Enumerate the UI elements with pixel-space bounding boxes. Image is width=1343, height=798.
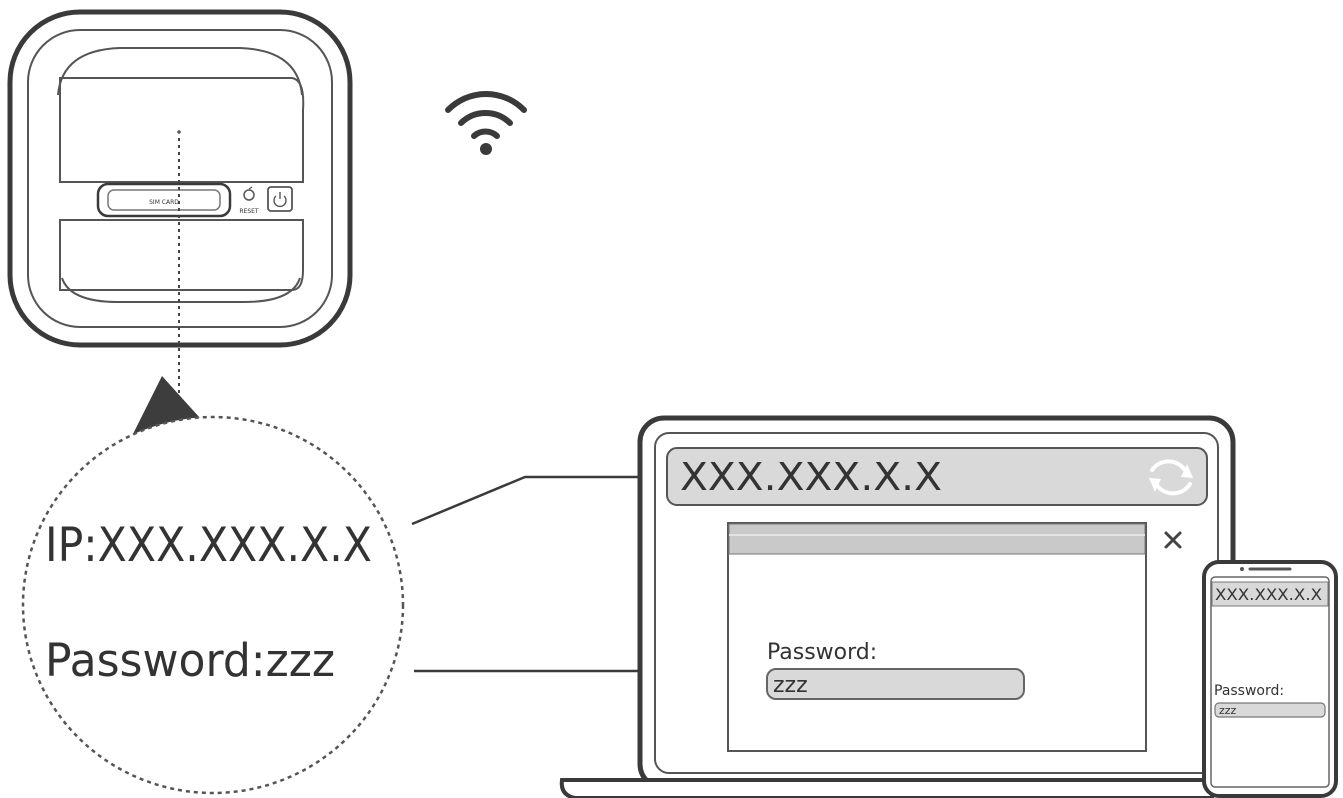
- phone-camera: [1240, 567, 1244, 571]
- reset-icon: [243, 186, 255, 201]
- sim-card-tray: [107, 189, 221, 211]
- close-icon[interactable]: [1164, 531, 1182, 549]
- phone-address-text: XXX.XXX.X.X: [1215, 585, 1322, 604]
- laptop-address-bar[interactable]: [666, 447, 1208, 506]
- callout-password-text: Password:zzz: [45, 634, 335, 687]
- ip-connector-line: [411, 475, 666, 526]
- sim-card-slot: [96, 182, 232, 218]
- phone-password-value: zzz: [1219, 704, 1237, 717]
- router-upper-panel: [59, 77, 305, 183]
- sim-card-label: SIM CARD: [149, 199, 179, 206]
- login-dialog-title-bar: [728, 523, 1146, 555]
- refresh-icon[interactable]: [1149, 459, 1193, 496]
- phone-address-bar[interactable]: [1211, 581, 1329, 607]
- power-icon: [273, 192, 287, 208]
- wifi-icon: [445, 90, 527, 155]
- laptop-password-label: Password:: [767, 640, 877, 665]
- phone-password-label: Password:: [1214, 683, 1284, 699]
- reset-label: RESET: [239, 208, 259, 215]
- phone-screen: [1210, 576, 1330, 788]
- router-bottom-bezel: [61, 277, 301, 303]
- login-dialog: [727, 522, 1147, 752]
- callout-circle: [21, 415, 405, 795]
- laptop-base: [559, 778, 1214, 798]
- laptop-password-field[interactable]: [766, 668, 1025, 700]
- laptop-device: XXX.XXX.X.X Password: zzz: [559, 415, 1236, 798]
- label-location-marker: [177, 130, 181, 134]
- laptop-address-text: XXX.XXX.X.X: [680, 455, 942, 499]
- router-top-bezel: [57, 47, 303, 96]
- label-callout: IP:XXX.XXX.X.X Password:zzz: [21, 415, 405, 795]
- callout-ip-text: IP:XXX.XXX.X.X: [45, 518, 372, 573]
- router-device: SIM CARD RESET: [7, 9, 353, 348]
- router-body-outer: [7, 9, 353, 348]
- phone-password-field[interactable]: [1214, 702, 1326, 718]
- laptop-password-value: zzz: [773, 673, 808, 698]
- phone-device: XXX.XXX.X.X Password: zzz: [1202, 560, 1338, 798]
